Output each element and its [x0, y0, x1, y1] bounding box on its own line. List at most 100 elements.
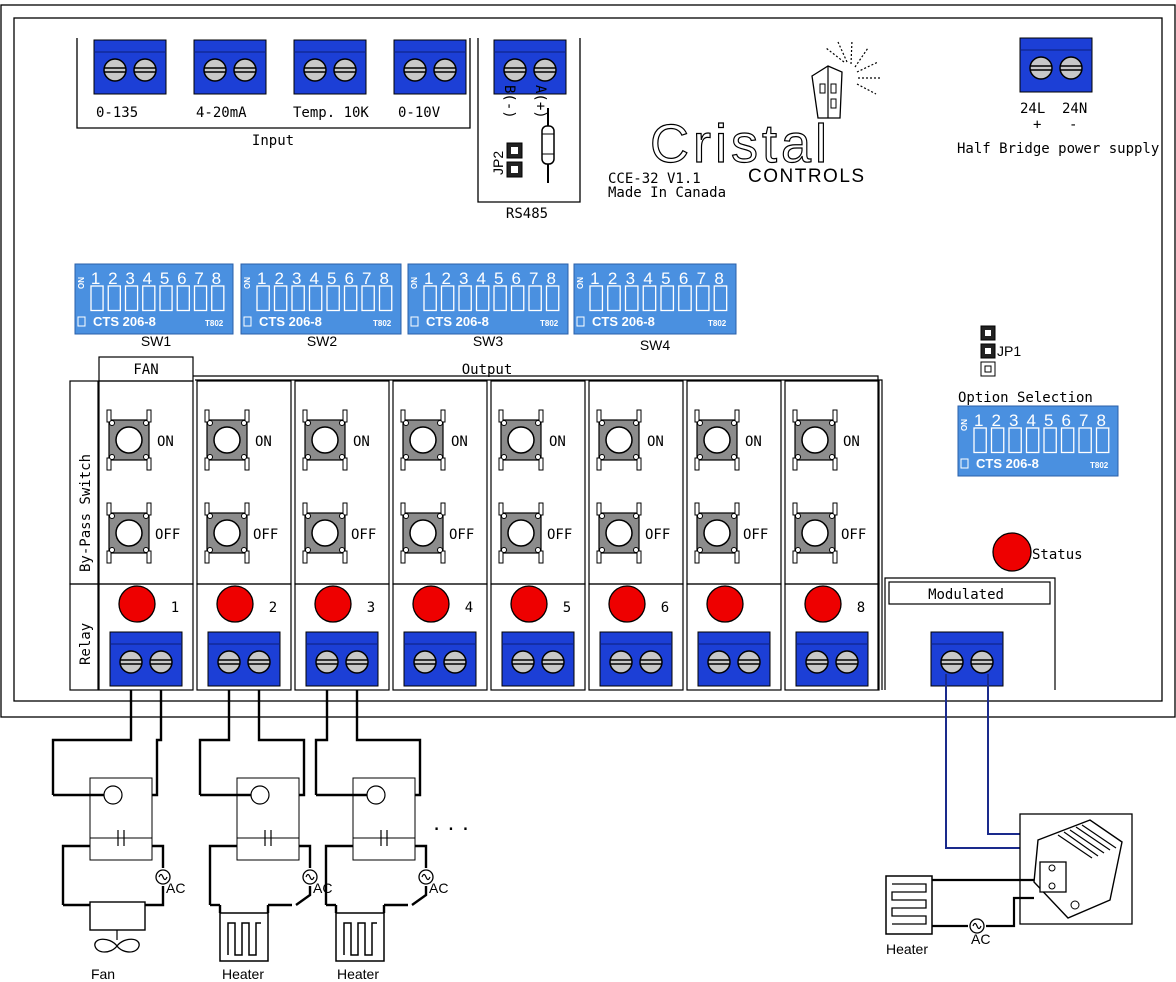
dip-number: 3 — [125, 269, 134, 288]
dip-number: 5 — [327, 269, 336, 288]
dip-toggle[interactable] — [475, 285, 490, 312]
dip-toggle[interactable] — [1025, 427, 1040, 454]
bypass-on-button[interactable] — [596, 409, 642, 471]
dip-toggle[interactable] — [343, 285, 358, 312]
dip-number: 3 — [626, 269, 635, 288]
input-terminals — [93, 39, 567, 95]
bypass-on-button[interactable] — [302, 409, 348, 471]
dip-model: CTS 206-8 — [976, 456, 1039, 471]
output-columns: ONOFF1ONOFF2ONOFF3ONOFF4ONOFF5ONOFF6ONOF… — [98, 380, 880, 691]
relay-number: 4 — [465, 600, 473, 616]
relay-number: 6 — [661, 600, 669, 616]
dip-code: T802 — [540, 319, 559, 328]
relay-number: 2 — [269, 600, 277, 616]
dip-toggle[interactable] — [176, 285, 190, 312]
dip-toggle[interactable] — [624, 285, 639, 312]
bypass-off-label: OFF — [547, 527, 572, 543]
load-circuit-2: AC — [198, 690, 332, 962]
bypass-off-button[interactable] — [694, 502, 740, 564]
dip-toggle[interactable] — [211, 285, 225, 312]
dip-model: CTS 206-8 — [93, 314, 156, 329]
bypass-switch-label: By-Pass Switch — [78, 454, 94, 572]
dip-toggle[interactable] — [713, 285, 728, 312]
dip-toggle[interactable] — [607, 285, 621, 312]
dip-toggle[interactable] — [1008, 427, 1022, 454]
bypass-off-button[interactable] — [302, 502, 348, 564]
dip-toggle[interactable] — [528, 285, 542, 312]
dip-toggle[interactable] — [589, 285, 604, 312]
bypass-on-button[interactable] — [400, 409, 446, 471]
rs485-block: RS485 B(-) A(+) JP2 — [477, 38, 581, 222]
dip-toggle[interactable] — [326, 285, 340, 312]
ac-label: AC — [166, 880, 185, 896]
relay-number: 8 — [857, 600, 865, 616]
bypass-off-button[interactable] — [106, 502, 152, 564]
dip-toggle[interactable] — [159, 285, 173, 312]
bypass-off-button[interactable] — [498, 502, 544, 564]
relay-led — [804, 585, 842, 623]
bypass-on-button[interactable] — [204, 409, 250, 471]
modulated-wiring: AC — [885, 674, 1133, 947]
dip-toggle[interactable] — [107, 285, 121, 312]
relay-terminal-7 — [697, 631, 771, 687]
dip-number: 2 — [992, 411, 1001, 430]
sw2-label: SW2 — [307, 333, 338, 349]
modulated-label: Modulated — [928, 587, 1004, 603]
dip-toggle[interactable] — [695, 285, 710, 312]
bypass-off-button[interactable] — [204, 502, 250, 564]
dip-toggle[interactable] — [642, 285, 657, 312]
dip-toggle[interactable] — [361, 285, 375, 312]
dip-toggle[interactable] — [1060, 427, 1075, 454]
dip-toggle[interactable] — [1078, 427, 1092, 454]
dip-toggle[interactable] — [510, 285, 525, 312]
dip-toggle[interactable] — [990, 427, 1005, 454]
relay-number: 3 — [367, 600, 375, 616]
bypass-on-button[interactable] — [498, 409, 544, 471]
dip-toggle[interactable] — [423, 285, 437, 312]
relay-terminal-8 — [795, 631, 869, 687]
dip-toggle[interactable] — [378, 285, 393, 312]
bypass-on-button[interactable] — [694, 409, 740, 471]
dip-toggle[interactable] — [545, 285, 560, 312]
dip-toggle[interactable] — [273, 285, 288, 312]
relay-coil-icon — [103, 785, 123, 805]
dip-toggle[interactable] — [458, 285, 472, 312]
bypass-on-label: ON — [647, 434, 664, 450]
dip-toggle[interactable] — [493, 285, 507, 312]
relay-coil-icon — [250, 785, 270, 805]
dip-toggle[interactable] — [440, 285, 455, 312]
dip-toggle[interactable] — [660, 285, 675, 312]
dip-toggle[interactable] — [291, 285, 305, 312]
dip-toggle[interactable] — [678, 285, 692, 312]
dip-toggle[interactable] — [1095, 427, 1110, 454]
dip-code: T802 — [373, 319, 392, 328]
dip-toggle[interactable] — [124, 285, 139, 312]
bypass-off-button[interactable] — [400, 502, 446, 564]
dip-number: 8 — [1097, 411, 1106, 430]
dip-number: 5 — [1044, 411, 1053, 430]
dip-code: T802 — [708, 319, 727, 328]
dip-model: CTS 206-8 — [592, 314, 655, 329]
status-led — [992, 532, 1032, 572]
heater-element-icon — [219, 912, 269, 962]
dip-code: T802 — [1090, 461, 1109, 470]
ac-label: AC — [429, 880, 448, 896]
jp2-jumper — [506, 142, 523, 178]
dip-toggle[interactable] — [308, 285, 323, 312]
bypass-off-button[interactable] — [792, 502, 838, 564]
bypass-on-button[interactable] — [106, 409, 152, 471]
dip-number: 8 — [380, 269, 389, 288]
dip-toggle[interactable] — [90, 285, 104, 312]
dip-toggle[interactable] — [1043, 427, 1057, 454]
sw4-label: SW4 — [640, 337, 671, 353]
dip-toggle[interactable] — [973, 427, 987, 454]
bypass-on-button[interactable] — [792, 409, 838, 471]
dip-toggle[interactable] — [193, 285, 208, 312]
fan-load-label: Fan — [91, 966, 115, 982]
bypass-on-label: ON — [255, 434, 272, 450]
ssr-heatsink-icon — [1033, 819, 1123, 919]
dip-toggle[interactable] — [142, 285, 156, 312]
dip-toggle[interactable] — [256, 285, 270, 312]
bypass-off-button[interactable] — [596, 502, 642, 564]
